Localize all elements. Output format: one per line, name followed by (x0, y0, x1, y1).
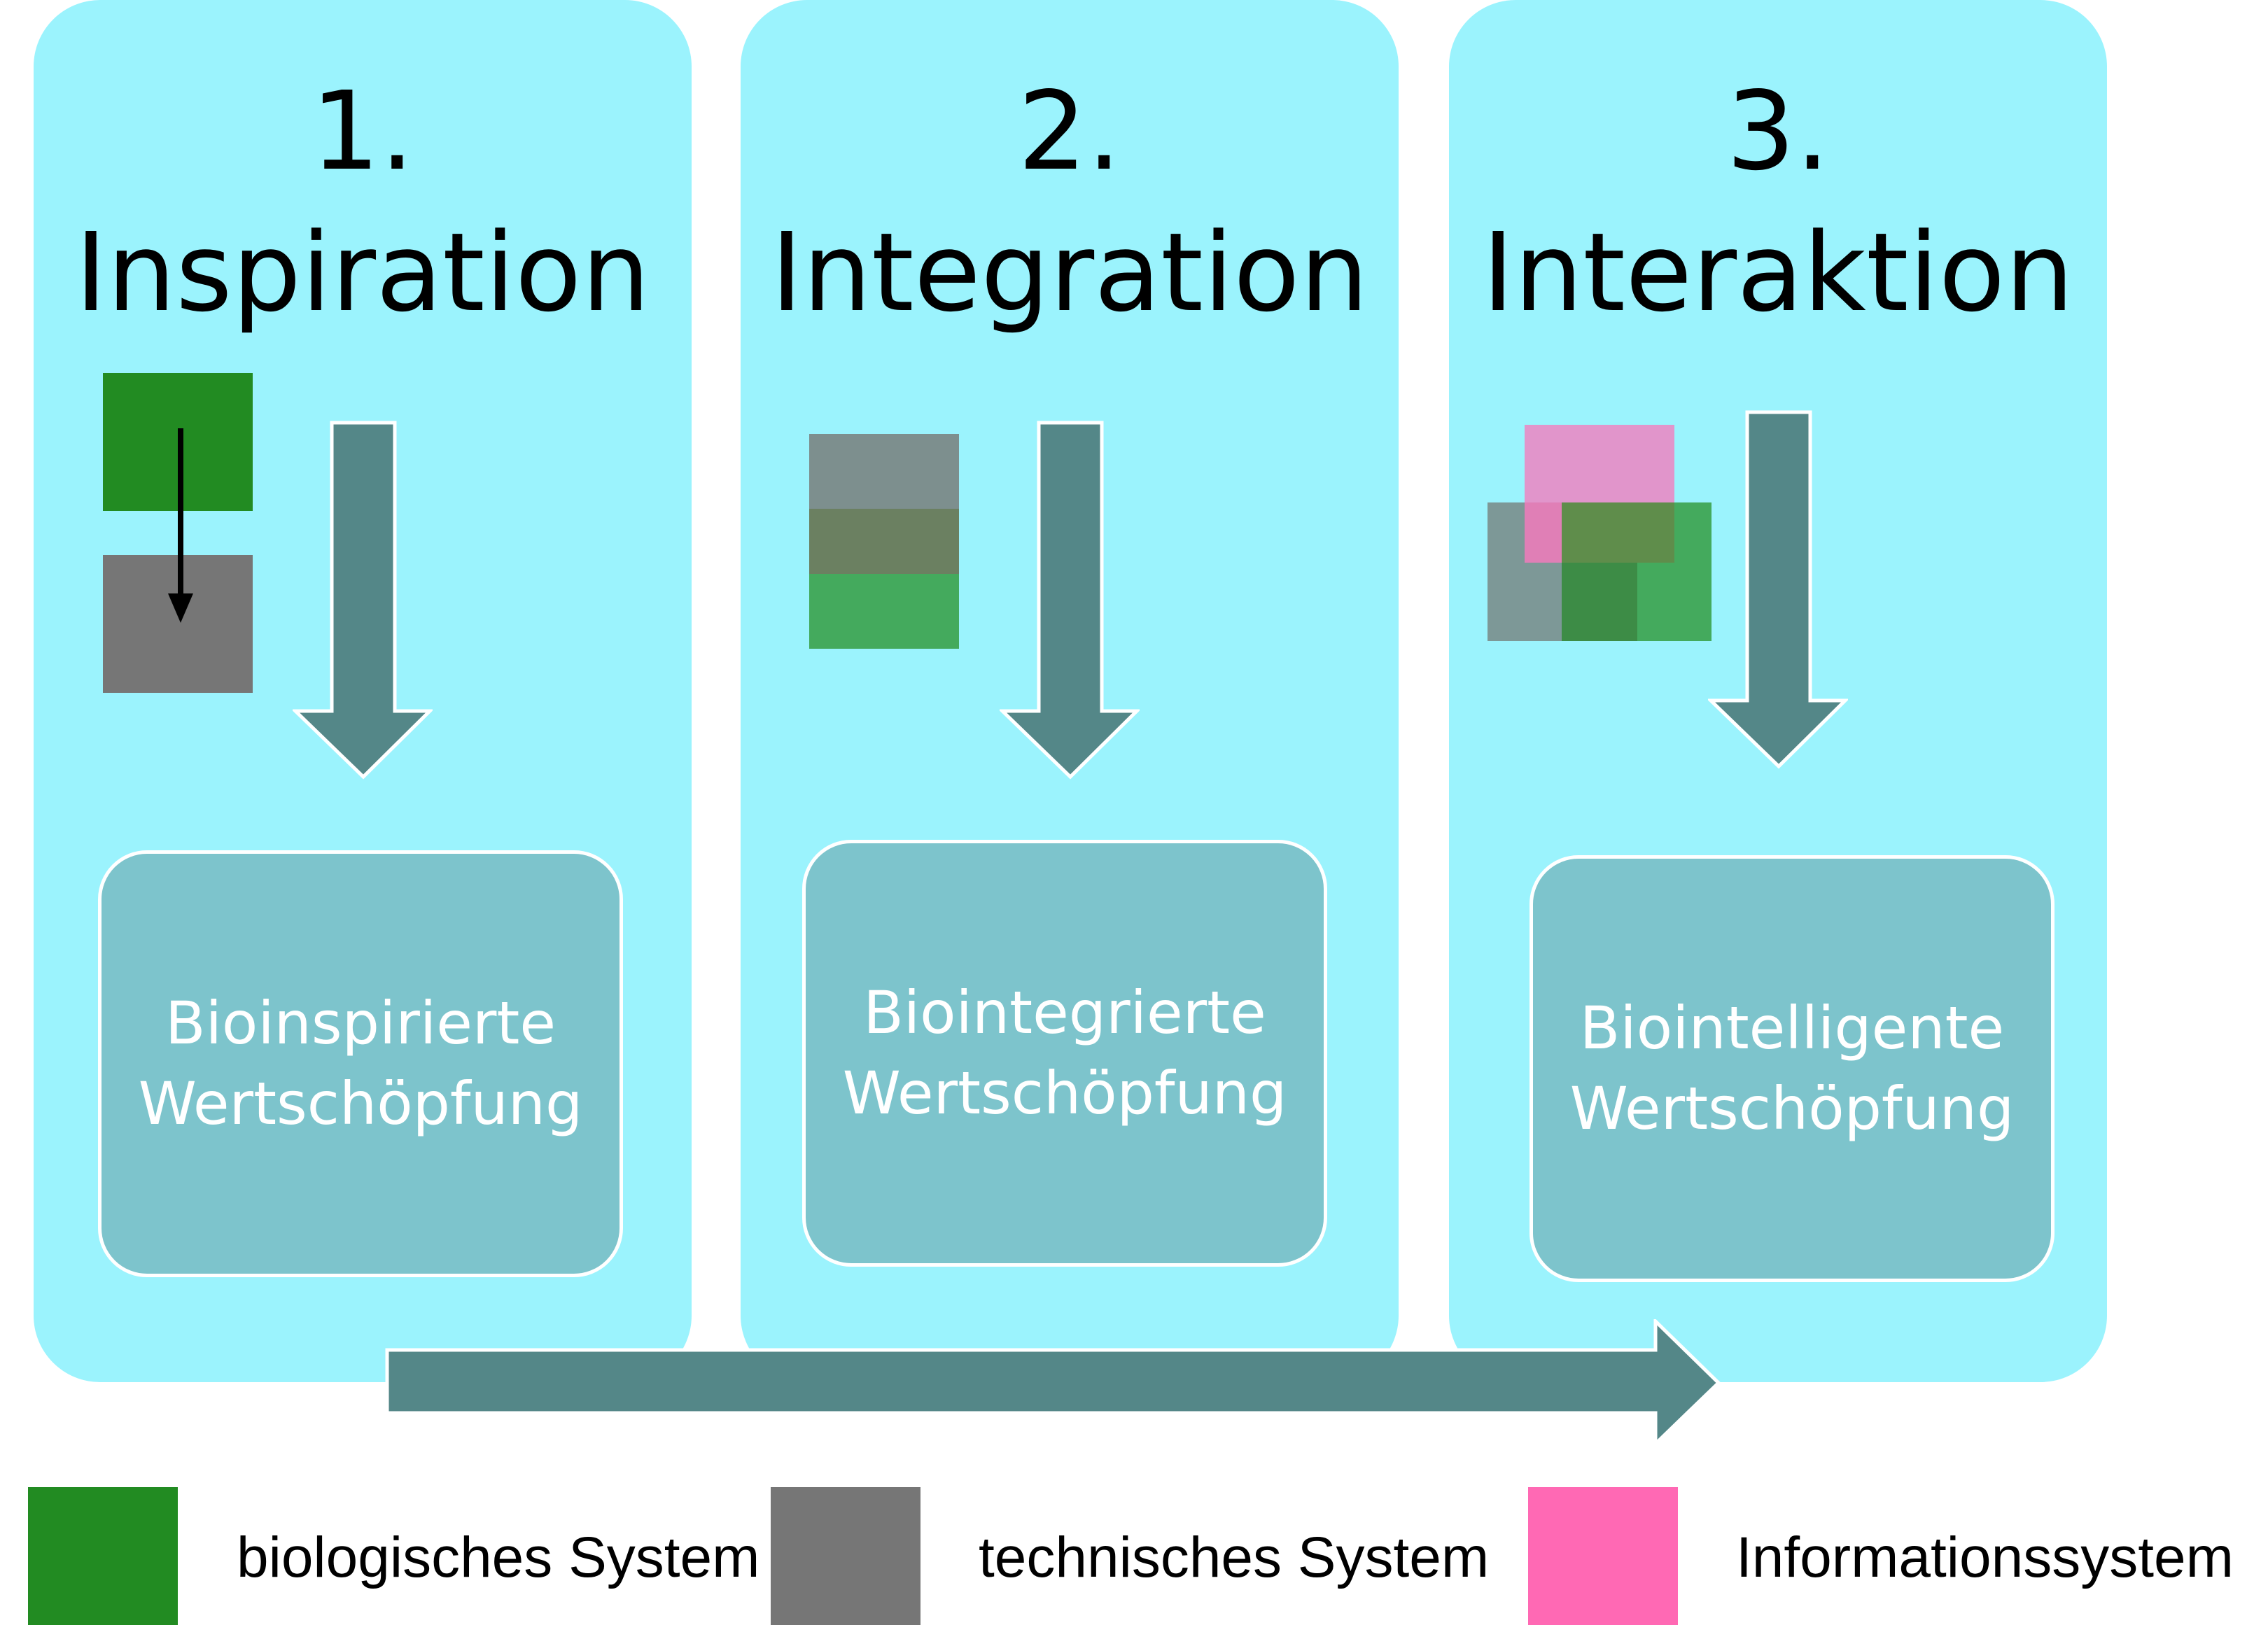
stage-number: 2. (1018, 68, 1121, 195)
stage-number: 1. (311, 68, 414, 195)
result-box-biointegrated: Biointegrierte Wertschöpfung (802, 840, 1327, 1267)
stage-panel-integration: 2. Integration Biointegrierte Wertschöpf… (741, 0, 1399, 1382)
stage-panel-interaction: 3. Interaktion Biointelligente Wertschöp… (1449, 0, 2107, 1382)
integration-overlap (809, 509, 959, 574)
down-arrow-icon (1000, 421, 1140, 780)
result-box-biointelligent: Biointelligente Wertschöpfung (1530, 855, 2054, 1282)
result-box-bioinspired: Bioinspirierte Wertschöpfung (98, 850, 623, 1277)
result-line-1: Biointegrierte (863, 978, 1266, 1047)
progression-arrow-icon (385, 1319, 1721, 1445)
result-text: Biointelligente Wertschöpfung (1570, 988, 2015, 1149)
legend-label-technical: technisches System (979, 1526, 1490, 1589)
legend-swatch-technical (771, 1487, 920, 1625)
legend-label-information: Informationssystem (1736, 1526, 2234, 1589)
legend-swatch-biological (28, 1487, 178, 1625)
down-arrow-icon (293, 421, 433, 780)
result-line-2: Wertschöpfung (138, 1069, 583, 1138)
stage-number: 3. (1726, 68, 1830, 195)
result-text: Bioinspirierte Wertschöpfung (139, 983, 583, 1144)
legend-swatch-information (1528, 1487, 1678, 1625)
result-text: Biointegrierte Wertschöpfung (843, 973, 1287, 1134)
result-line-1: Biointelligente (1579, 994, 2005, 1062)
down-arrow-icon (1708, 410, 1848, 769)
result-line-1: Bioinspirierte (164, 989, 556, 1057)
info-tech-overlap (1525, 502, 1562, 563)
result-line-2: Wertschöpfung (1569, 1074, 2015, 1143)
result-line-2: Wertschöpfung (842, 1059, 1287, 1127)
stage-panel-inspiration: 1. Inspiration Bioinspirierte Wertschöpf… (34, 0, 692, 1382)
info-bio-overlap (1562, 502, 1674, 563)
legend-label-biological: biologisches System (237, 1526, 760, 1589)
stage-title: Inspiration (75, 209, 650, 336)
stage-title: Interaktion (1482, 209, 2074, 336)
stage-title: Integration (770, 209, 1369, 336)
inspiration-transfer-arrow-icon (168, 428, 193, 623)
